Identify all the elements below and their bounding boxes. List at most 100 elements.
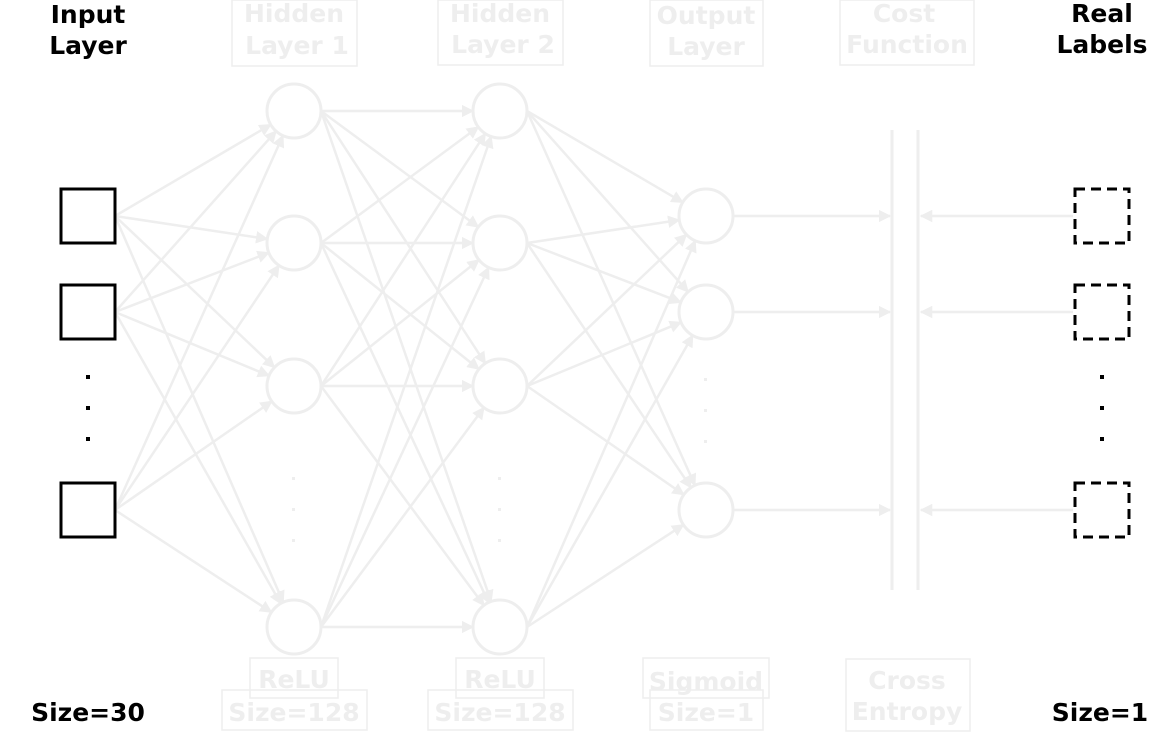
connection-edges [113,104,1073,634]
edge-hidden2-to-output [526,384,685,496]
output-layer-activation-box [642,657,770,699]
input-layer-title: Input Layer [49,0,127,60]
hidden-layer-1-size: Size=128 [228,698,359,727]
input-layer-title-line1: Input [51,0,126,29]
hidden2-neuron [471,357,529,415]
input-layer-size: Size=30 [31,698,145,727]
ellipsis-dot [292,508,295,511]
hidden-layer-2-title-line2: Layer 2 [451,30,555,59]
hidden1-neuron [265,357,323,415]
edge-input-to-hidden1 [113,264,281,511]
edge-hidden1-to-hidden2 [320,242,480,371]
real-labels-title: Real Labels [1056,0,1147,59]
hidden-layer-2-size: Size=128 [434,698,565,727]
ellipsis-dot [704,440,707,443]
edge-hidden2-to-output [525,334,694,628]
edge-hidden2-to-output [526,215,681,245]
ellipsis-dot [86,375,90,379]
hidden-layer-1-footer: ReLU Size=128 [221,657,368,731]
edge-hidden2-to-output [526,523,685,629]
edge-input-to-hidden1 [114,400,273,512]
ellipsis-dot [1100,406,1104,410]
edge-hidden1-to-hidden2 [320,258,480,387]
cost-function-footer: Cross Entropy [845,658,971,732]
edge-hidden1-to-hidden2 [319,266,490,628]
ellipsis-dot [1100,437,1104,441]
hidden-layer-1-title-box [231,0,358,67]
real-labels-title-line2: Labels [1056,30,1147,59]
edge-input-to-hidden1 [114,215,276,369]
ellipsis-dot [292,539,295,542]
hidden-layer-2-size-box [427,689,574,731]
ellipsis-dot [1100,375,1104,379]
output-layer-title-line2: Layer [667,32,745,61]
cost-function-title-box [839,0,975,66]
edge-hidden2-to-output [526,109,684,204]
input-node [59,283,117,341]
ellipsis-dot [704,409,707,412]
cost-function-name-line1: Cross [868,666,946,695]
edge-hidden2-to-output [526,241,682,305]
ellipsis-dot [86,437,90,441]
input-ellipsis [86,375,90,441]
edge-hidden1-to-hidden2 [320,126,480,245]
hidden2-neuron [471,214,529,272]
ellipsis-dot [498,477,501,480]
output-layer-size-box [649,689,764,731]
hidden-layer-2-title: Hidden Layer 2 [437,0,564,66]
edge-hidden1-to-hidden2 [319,385,485,607]
edge-hidden1-to-hidden2 [319,132,487,387]
output-layer-title-line1: Output [657,1,756,30]
ellipsis-dot [498,539,501,542]
edge-hidden2-to-output [525,110,697,487]
hidden-layer-1-activation-box [249,657,339,699]
hidden1-neuron [265,214,323,272]
hidden-layer-1-title-line1: Hidden [244,0,344,28]
edge-hidden1-to-hidden2 [319,135,494,628]
edge-input-to-hidden1 [114,250,270,314]
edge-hidden2-to-output [525,239,697,628]
edge-input-to-hidden1 [113,134,285,511]
hidden-layer-2-title-box [437,0,564,66]
hidden-layer-1-title-line2: Layer 1 [245,31,349,60]
real-labels-size: Size=1 [1052,698,1148,727]
ellipsis-dot [498,508,501,511]
real-label-node [1073,283,1131,341]
input-layer-title-line2: Layer [49,31,127,60]
layer-nodes [59,82,1131,656]
hidden2-neuron [471,82,529,140]
labels-ellipsis [1100,375,1104,441]
hidden-layer-2-activation-box [455,657,545,699]
output-layer-title: Output Layer [649,0,764,67]
output-neuron [677,283,735,341]
edge-input-to-hidden1 [114,130,277,313]
output-layer-size: Size=1 [658,698,754,727]
edge-hidden1-to-hidden2 [319,406,485,628]
output-layer-footer: Sigmoid Size=1 [642,657,770,731]
real-labels-title-line1: Real [1071,0,1133,28]
edge-hidden1-to-hidden2 [319,110,487,365]
output-neuron [677,481,735,539]
hidden2-ellipsis [498,477,501,542]
cost-function-name-line2: Entropy [852,697,963,726]
edge-hidden1-to-hidden2 [320,109,480,228]
edge-input-to-hidden1 [113,215,285,604]
edge-hidden2-to-output [526,110,689,293]
hidden-layer-1-size-box [221,689,368,731]
output-layer-title-box [649,0,764,67]
edge-hidden1-to-hidden2 [319,242,490,604]
ellipsis-dot [86,406,90,410]
edge-input-to-hidden1 [114,123,272,218]
cost-function-title-line1: Cost [873,0,935,28]
output-ellipsis [704,378,707,443]
input-node [59,481,117,539]
edge-input-to-hidden1 [113,311,282,605]
hidden2-neuron [471,598,529,656]
edge-hidden2-to-output [525,242,693,489]
cost-function-title-line2: Function [846,30,968,59]
edge-input-to-hidden1 [114,310,271,378]
input-node [59,187,117,245]
output-layer-activation: Sigmoid [649,667,763,696]
cost-function-title: Cost Function [839,0,975,66]
real-label-node [1073,187,1131,245]
